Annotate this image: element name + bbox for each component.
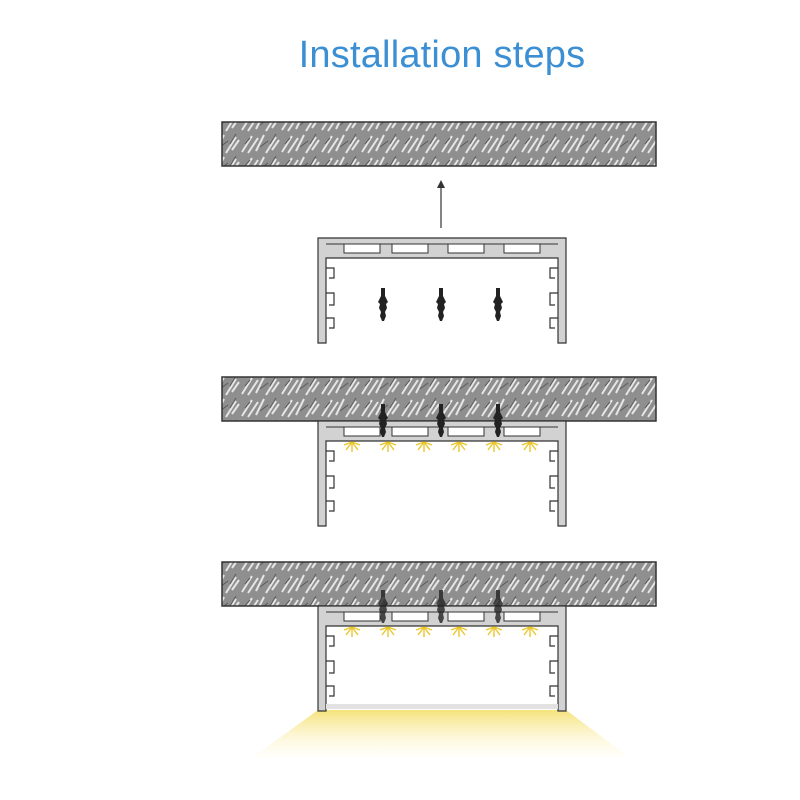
ceiling <box>221 121 657 167</box>
led-strip <box>343 441 539 453</box>
screw-icon <box>436 288 446 321</box>
diffuser <box>326 704 558 709</box>
step-2 <box>221 376 657 527</box>
step-1 <box>221 121 657 344</box>
screw-icon <box>378 288 388 321</box>
led-strip <box>343 626 539 638</box>
light-beam <box>252 710 630 758</box>
step-3 <box>221 561 657 758</box>
page-title: Installation steps <box>298 34 586 76</box>
screw-icon <box>493 288 503 321</box>
up-arrow-icon <box>437 180 445 228</box>
